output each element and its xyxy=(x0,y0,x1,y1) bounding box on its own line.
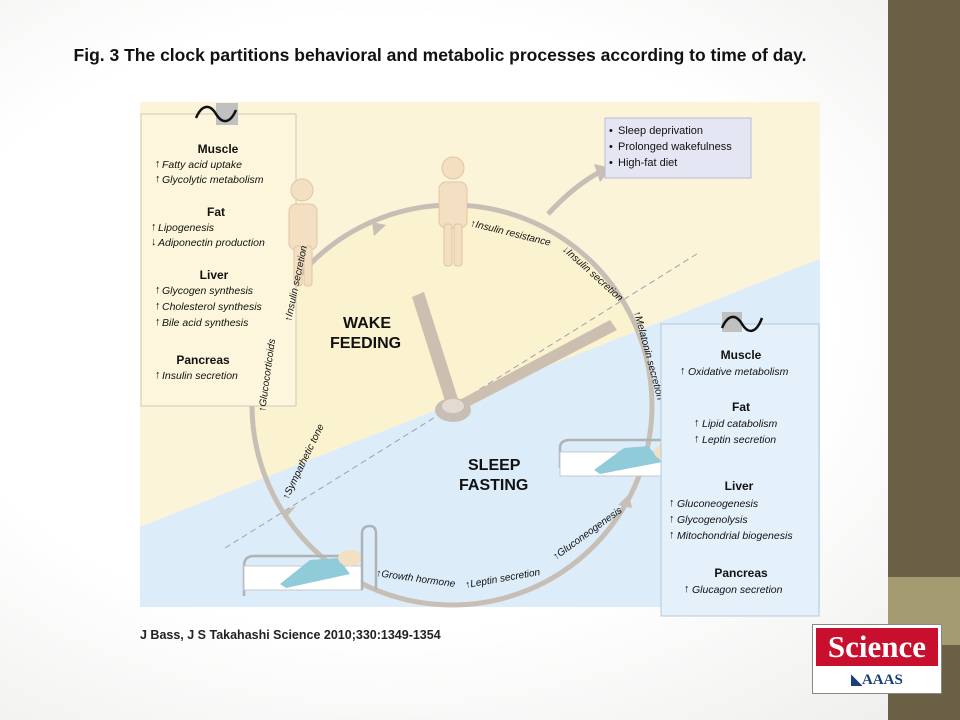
svg-text:•: • xyxy=(609,157,613,169)
up-arrow-icon: ↑ xyxy=(155,369,161,381)
aaas-mark-icon: ◣ xyxy=(851,673,862,688)
sleep-heading-liver: Liver xyxy=(725,479,754,493)
arc-arrow-left xyxy=(281,506,296,518)
sleep-item: Gluconeogenesis xyxy=(677,498,759,510)
wake-item: Lipogenesis xyxy=(158,222,215,234)
clock-hands xyxy=(412,292,617,422)
sleep-item: Glucagon secretion xyxy=(692,584,783,596)
figure-diagram: Muscle ↑ Fatty acid uptake ↑ Glycolytic … xyxy=(140,102,820,617)
person-standing-right xyxy=(438,156,468,267)
disruptor-item: Prolonged wakefulness xyxy=(618,141,732,153)
wake-item: Fatty acid uptake xyxy=(162,159,242,171)
citation: J Bass, J S Takahashi Science 2010;330:1… xyxy=(140,628,441,642)
disruptor-arrow xyxy=(546,169,602,216)
sleep-panel xyxy=(660,323,820,617)
sleep-heading-fat: Fat xyxy=(732,400,750,414)
science-logo: Science ◣AAAS xyxy=(812,624,942,694)
sleeping-person-bed-left xyxy=(242,524,378,596)
wake-heading-muscle: Muscle xyxy=(198,142,239,156)
up-arrow-icon: ↑ xyxy=(155,284,161,296)
sleep-label: SLEEP xyxy=(468,457,521,474)
disruptor-list: • Sleep deprivation • Prolonged wakefuln… xyxy=(609,125,732,169)
wake-heading-pancreas: Pancreas xyxy=(176,353,230,367)
sleep-item: Oxidative metabolism xyxy=(688,366,789,378)
up-arrow-icon: ↑ xyxy=(669,529,675,541)
svg-text:•: • xyxy=(609,125,613,137)
wake-item: Bile acid synthesis xyxy=(162,317,249,329)
arc-arrow-top xyxy=(372,222,386,236)
slide-sidebar-band xyxy=(888,0,960,720)
wake-wave-icon xyxy=(194,103,238,125)
feeding-label: FEEDING xyxy=(330,335,401,352)
arc-arrow-bottom xyxy=(618,494,632,508)
up-arrow-icon: ↑ xyxy=(684,583,690,595)
up-arrow-icon: ↑ xyxy=(669,513,675,525)
wake-heading-liver: Liver xyxy=(200,268,229,282)
up-arrow-icon: ↑ xyxy=(151,221,157,233)
wake-item: Glycolytic metabolism xyxy=(162,174,264,186)
up-arrow-icon: ↑ xyxy=(694,417,700,429)
down-arrow-icon: ↓ xyxy=(151,236,157,248)
sleep-panel-content: Muscle ↑ Oxidative metabolism Fat ↑ Lipi… xyxy=(669,348,793,596)
up-arrow-icon: ↑ xyxy=(155,300,161,312)
wake-item: Insulin secretion xyxy=(162,370,238,382)
wake-item: Cholesterol synthesis xyxy=(162,301,263,313)
disruptor-box xyxy=(604,117,752,179)
sleep-item: Lipid catabolism xyxy=(702,418,778,430)
sleep-wave-icon xyxy=(720,312,764,332)
science-wordmark: Science xyxy=(816,628,938,666)
sleep-item: Leptin secretion xyxy=(702,434,776,446)
aaas-label: ◣AAAS xyxy=(851,672,903,688)
up-arrow-icon: ↑ xyxy=(694,433,700,445)
day-night-divider xyxy=(224,251,701,549)
sleep-item: Mitochondrial biogenesis xyxy=(677,530,793,542)
disruptor-item: Sleep deprivation xyxy=(618,125,703,137)
disruptor-item: High-fat diet xyxy=(618,157,677,169)
figure-title: Fig. 3 The clock partitions behavioral a… xyxy=(73,45,807,65)
wake-item: Glycogen synthesis xyxy=(162,285,254,297)
sleep-heading-pancreas: Pancreas xyxy=(714,566,768,580)
wake-item: Adiponectin production xyxy=(157,237,265,249)
up-arrow-icon: ↑ xyxy=(155,173,161,185)
fasting-label: FASTING xyxy=(459,477,528,494)
up-arrow-icon: ↑ xyxy=(669,497,675,509)
wake-panel-content: Muscle ↑ Fatty acid uptake ↑ Glycolytic … xyxy=(151,142,265,382)
up-arrow-icon: ↑ xyxy=(155,316,161,328)
sleep-heading-muscle: Muscle xyxy=(721,348,762,362)
up-arrow-icon: ↑ xyxy=(680,365,686,377)
sleep-item: Glycogenolysis xyxy=(677,514,748,526)
wake-label: WAKE xyxy=(343,315,391,332)
up-arrow-icon: ↑ xyxy=(155,158,161,170)
person-standing-left xyxy=(288,178,318,287)
svg-text:•: • xyxy=(609,141,613,153)
wake-heading-fat: Fat xyxy=(207,205,225,219)
